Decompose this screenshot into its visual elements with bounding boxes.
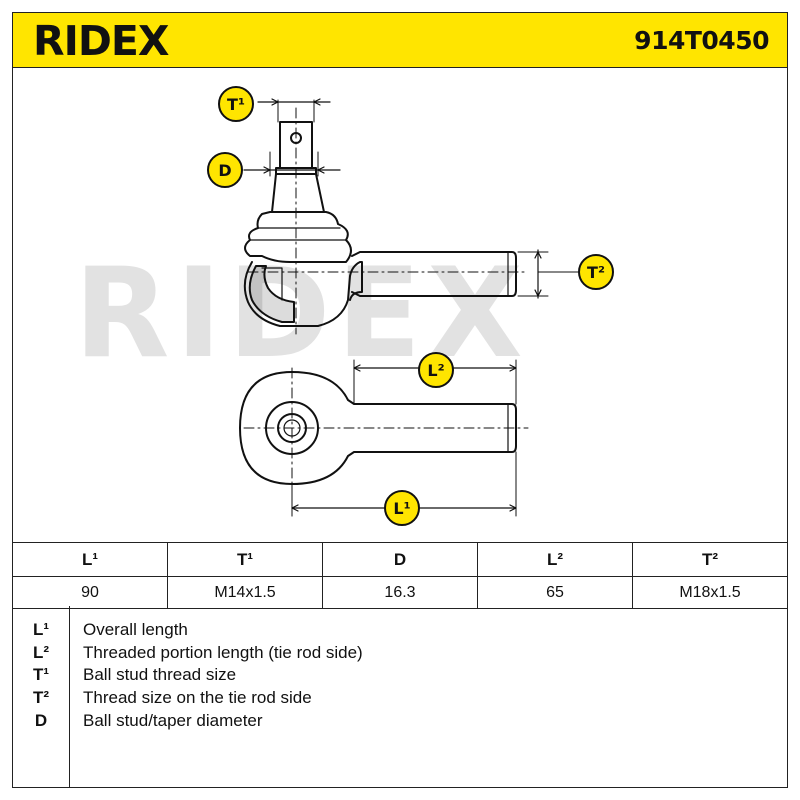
spec-value-t1: M14x1.5 bbox=[167, 576, 323, 609]
legend-description: Ball stud/taper diameter bbox=[83, 711, 263, 730]
spec-value-l1: 90 bbox=[12, 576, 168, 609]
spec-table-value-row: 90 M14x1.5 16.3 65 M18x1.5 bbox=[12, 576, 788, 609]
spec-header-t1: T¹ bbox=[167, 542, 323, 577]
legend-key: T¹ bbox=[32, 665, 50, 684]
legend-item: L¹ Overall length bbox=[13, 619, 787, 641]
legend-description: Thread size on the tie rod side bbox=[83, 688, 312, 707]
legend-key: L¹ bbox=[32, 620, 50, 639]
ridex-logo: RIDEX bbox=[33, 19, 170, 61]
spec-header-d: D bbox=[322, 542, 478, 577]
part-number: 914T0450 bbox=[634, 26, 769, 55]
legend-description: Threaded portion length (tie rod side) bbox=[83, 643, 363, 662]
header-bar: RIDEX 914T0450 bbox=[12, 12, 788, 68]
technical-drawing-frame bbox=[12, 68, 788, 542]
logo-text: RIDEX bbox=[33, 19, 169, 61]
legend-key: L² bbox=[32, 643, 50, 662]
legend-key: D bbox=[34, 711, 48, 730]
legend-item: T¹ Ball stud thread size bbox=[13, 664, 787, 686]
spec-table: L¹ T¹ D L² T² 90 M14x1.5 16.3 65 M18x1.5 bbox=[12, 542, 788, 609]
spec-table-header-row: L¹ T¹ D L² T² bbox=[12, 542, 788, 577]
legend-item: T² Thread size on the tie rod side bbox=[13, 687, 787, 709]
legend-key: T² bbox=[32, 688, 50, 707]
spec-header-t2: T² bbox=[632, 542, 788, 577]
legend-description: Ball stud thread size bbox=[83, 665, 237, 684]
spec-header-l1: L¹ bbox=[12, 542, 168, 577]
legend-item: D Ball stud/taper diameter bbox=[13, 710, 787, 732]
spec-value-l2: 65 bbox=[477, 576, 633, 609]
legend-description: Overall length bbox=[83, 620, 188, 639]
spec-value-d: 16.3 bbox=[322, 576, 478, 609]
legend-divider bbox=[69, 606, 70, 787]
spec-value-t2: M18x1.5 bbox=[632, 576, 788, 609]
legend-item: L² Threaded portion length (tie rod side… bbox=[13, 642, 787, 664]
spec-header-l2: L² bbox=[477, 542, 633, 577]
legend: L¹ Overall length L² Threaded portion le… bbox=[12, 606, 788, 788]
